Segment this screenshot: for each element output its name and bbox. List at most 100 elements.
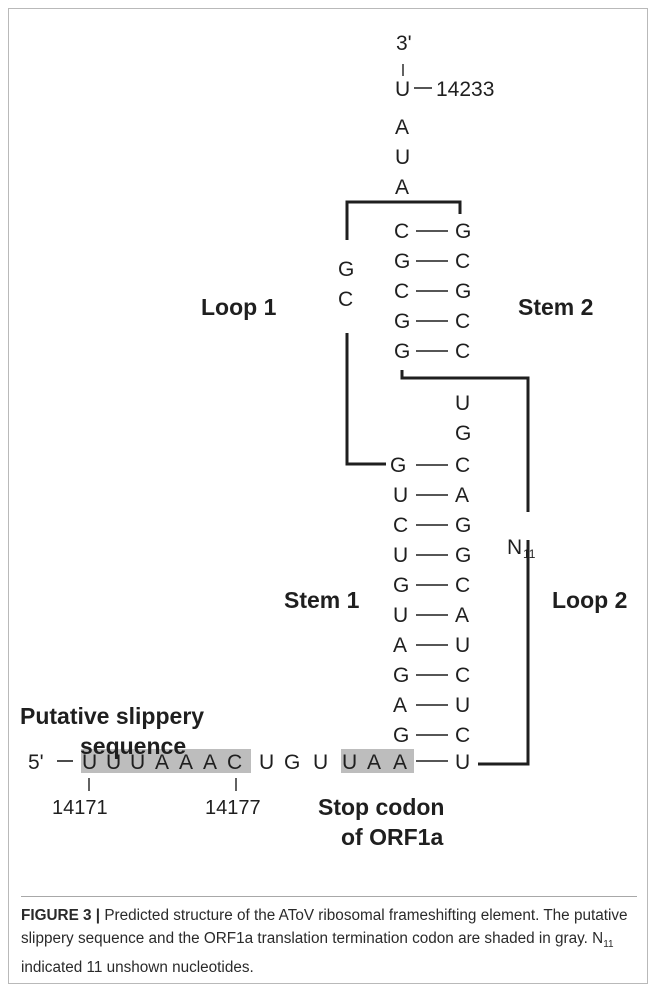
bottom-base: U [342,751,357,774]
bottom-base: A [367,751,381,774]
bottom-base: U [259,751,274,774]
bottom-base: A [155,751,169,774]
caption-figure-label: FIGURE 3 | [21,907,101,924]
base-pair: C G [393,514,471,537]
top-base: U [395,146,410,169]
bottom-end-base: U [455,751,470,774]
stem1-label: Stem 1 [284,587,360,613]
base-right: G [455,220,471,243]
top-base: A [395,176,409,199]
bottom-base: A [203,751,217,774]
base-left: C [393,514,408,537]
base-right: C [455,340,470,363]
loop1-line [345,200,462,240]
caption-text-end: indicated 11 unshown nucleotides. [21,959,254,977]
loop2-lower-line [478,540,530,766]
base-left: A [393,694,407,717]
spacer-base: G [455,422,471,445]
base-right: A [455,484,469,507]
base-pair: G C [394,340,470,363]
bottom-strand: U U U A A A C U G U U A A [82,751,407,774]
caption-text: Predicted structure of the AToV ribosoma… [21,907,628,947]
base-left: G [394,340,410,363]
slippery-label-line1: Putative slippery [20,703,204,729]
base-left: G [394,310,410,333]
base-pair: G C [394,250,470,273]
base-left: A [393,634,407,657]
base-pair: C G [394,220,471,243]
bottom-base: U [82,751,97,774]
base-right: C [455,310,470,333]
base-right: G [455,544,471,567]
figure-caption: FIGURE 3 | Predicted structure of the AT… [21,904,639,979]
n11-label: N 11 [507,536,536,561]
base-left: G [390,454,406,477]
base-pair: A U [393,634,470,657]
base-left: G [393,724,409,747]
stem2-label: Stem 2 [518,294,593,320]
three-prime-label: 3' [396,32,412,55]
caption-divider [21,896,637,897]
loop1-label: Loop 1 [201,294,277,320]
base-right: U [455,634,470,657]
bottom-base: C [227,751,242,774]
base-left: C [394,280,409,303]
base-right: G [455,280,471,303]
base-right: U [455,694,470,717]
position-14233-label: 14233 [436,78,494,101]
stop-codon-label-line2: of ORF1a [341,824,443,850]
rna-structure-diagram: 3' 14233 U A U A C G G C C G G C [20,32,627,850]
base-left: U [393,604,408,627]
loop2-line [400,370,530,512]
loop1-lower-line [345,333,386,466]
caption-subscript: 11 [603,939,614,951]
base-left: U [393,544,408,567]
position-14171-label: 14171 [52,797,108,819]
slippery-label-line2: sequence [80,733,186,759]
bottom-base: G [284,751,300,774]
top-base: A [395,116,409,139]
base-right: A [455,604,469,627]
slippery-sequence-shade [81,749,251,773]
base-pair: U G [393,544,471,567]
bottom-base: A [179,751,193,774]
stem1: G C U A C G U G G C U A A [390,454,471,747]
base-left: G [393,574,409,597]
position-14177-label: 14177 [205,797,261,819]
loop1-base: C [338,288,353,311]
bottom-base: U [313,751,328,774]
base-left: G [394,250,410,273]
base-right: G [455,514,471,537]
base-right: C [455,664,470,687]
base-pair: U A [393,604,469,627]
five-prime-label: 5' [28,751,44,774]
stop-codon-shade [341,749,414,773]
base-pair: G C [393,664,470,687]
base-pair: U A [393,484,469,507]
base-pair: G C [393,574,470,597]
base-right: C [455,574,470,597]
top-strand: U A U A [395,78,410,199]
base-right: C [455,454,470,477]
spacer-base: U [455,392,470,415]
base-right: C [455,724,470,747]
bottom-base: U [130,751,145,774]
base-pair: G C [393,724,470,747]
stem2: C G G C C G G C G C [394,220,471,363]
figure-frame [8,8,648,984]
base-pair: G C [394,310,470,333]
base-left: G [393,664,409,687]
top-base: U [395,78,410,101]
bottom-base: U [106,751,121,774]
loop2-label: Loop 2 [552,587,627,613]
base-pair: G C [390,454,470,477]
base-pair: C G [394,280,471,303]
base-pair: A U [393,694,470,717]
n11-subscript: 11 [523,547,536,561]
n11-letter: N [507,536,522,559]
bottom-base: A [393,751,407,774]
loop1-base: G [338,258,354,281]
base-right: C [455,250,470,273]
base-left: C [394,220,409,243]
stop-codon-label-line1: Stop codon [318,794,444,820]
